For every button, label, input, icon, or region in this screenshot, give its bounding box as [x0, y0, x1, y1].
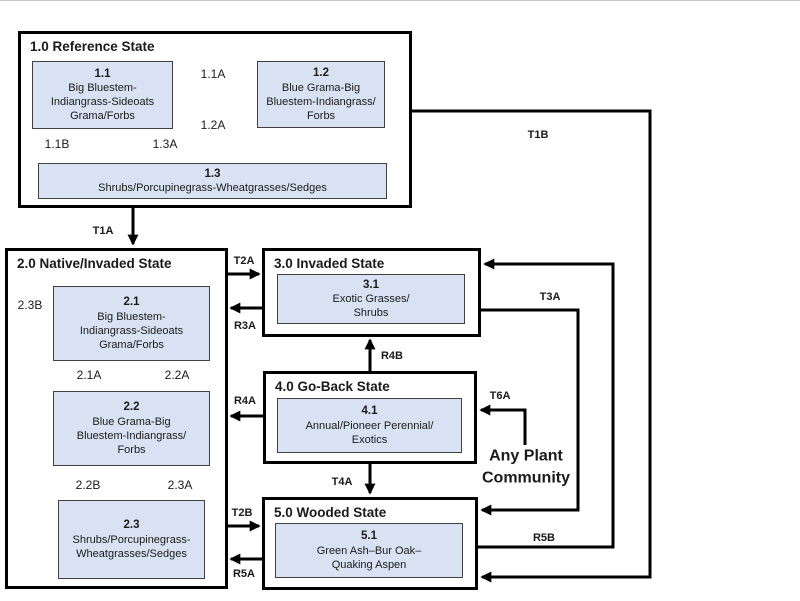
pathway-label-2-1A: 2.1A: [76, 368, 102, 382]
pathway-label-R4A: R4A: [233, 395, 257, 407]
community-name: Shrubs/​Porcupinegrass-Wheatgrasses/​Sed…: [72, 533, 191, 560]
community-box-1-3: 1.3 Shrubs/​Porcupinegrass-Wheatgrasses/…: [38, 163, 387, 199]
state-title-invaded: 3.0 Invaded State: [274, 256, 385, 271]
state-title-wooded: 5.0 Wooded State: [274, 505, 387, 520]
arrow-T6A: [479, 404, 527, 445]
pathway-label-T6A: T6A: [489, 390, 511, 402]
pathway-label-T3A: T3A: [539, 291, 561, 303]
community-box-5-1: 5.1 Green Ash–​Bur Oak–​Quaking Aspen: [275, 523, 463, 578]
pathway-label-R3A: R3A: [233, 320, 257, 332]
pathway-label-T1A: T1A: [92, 225, 114, 237]
community-name: Green Ash–​Bur Oak–​Quaking Aspen: [316, 544, 422, 571]
pathway-label-2-2A: 2.2A: [164, 368, 190, 382]
community-id: 1.2: [313, 67, 329, 80]
community-name: Big Bluestem-Indiangrass-Sideoats Grama/…: [79, 310, 184, 351]
pathway-label-2-2B: 2.2B: [75, 478, 101, 492]
community-id: 3.1: [363, 278, 379, 291]
community-name: Annual/​Pioneer Perennial/​Exotics: [305, 419, 434, 446]
pathway-label-R5B: R5B: [532, 532, 556, 544]
community-box-3-1: 3.1 Exotic Grasses/​Shrubs: [277, 274, 465, 324]
community-box-1-1: 1.1 Big Bluestem-Indiangrass-Sideoats Gr…: [32, 61, 173, 129]
community-name: Shrubs/​Porcupinegrass-Wheatgrasses/​Sed…: [98, 182, 327, 195]
community-id: 4.1: [361, 405, 378, 418]
pathway-label-T4A: T4A: [331, 476, 353, 488]
arrow-R5B: [478, 258, 615, 549]
arrow-T1B: [412, 109, 652, 583]
arrow-T3A: [480, 308, 580, 516]
pathway-label-1-2A: 1.2A: [200, 118, 226, 132]
community-box-2-2: 2.2 Blue Grama-Big Bluestem-Indiangrass/…: [53, 391, 210, 466]
pathway-label-1-3A: 1.3A: [152, 137, 178, 151]
community-name: Exotic Grasses/​Shrubs: [332, 293, 410, 320]
community-box-4-1: 4.1 Annual/​Pioneer Perennial/​Exotics: [277, 398, 462, 453]
pathway-label-2-3B: 2.3B: [17, 298, 43, 312]
pathway-label-R5A: R5A: [232, 568, 256, 580]
state-title-reference: 1.0 Reference State: [30, 39, 155, 54]
any-plant-community-label: Any Plant Community: [482, 447, 570, 486]
state-title-native-invaded: 2.0 Native/Invaded State: [17, 256, 172, 271]
community-name: Big Bluestem-Indiangrass-Sideoats Grama/…: [50, 82, 155, 123]
state-title-go-back: 4.0 Go-Back State: [275, 379, 390, 394]
community-box-1-2: 1.2 Blue Grama-Big Bluestem-Indiangrass/…: [257, 61, 385, 128]
pathway-label-1-1A: 1.1A: [200, 67, 226, 81]
community-box-2-1: 2.1 Big Bluestem-Indiangrass-Sideoats Gr…: [53, 286, 210, 361]
pathway-label-1-1B: 1.1B: [44, 137, 70, 151]
community-id: 1.1: [94, 67, 111, 80]
community-id: 2.3: [123, 519, 140, 532]
community-id: 1.3: [204, 167, 221, 180]
pathway-label-2-3A: 2.3A: [167, 478, 193, 492]
pathway-label-R4B: R4B: [380, 350, 404, 362]
community-id: 5.1: [361, 530, 377, 543]
community-id: 2.1: [123, 296, 140, 309]
pathway-label-T2A: T2A: [233, 255, 255, 267]
community-box-2-3: 2.3 Shrubs/​Porcupinegrass-Wheatgrasses/…: [58, 500, 205, 579]
community-name: Blue Grama-Big Bluestem-Indiangrass/​For…: [76, 415, 187, 456]
pathway-label-T2B: T2B: [231, 507, 253, 519]
community-name: Blue Grama-Big Bluestem-Indiangrass/​For…: [266, 81, 376, 122]
pathway-label-T1B: T1B: [527, 129, 549, 141]
community-id: 2.2: [123, 401, 140, 414]
